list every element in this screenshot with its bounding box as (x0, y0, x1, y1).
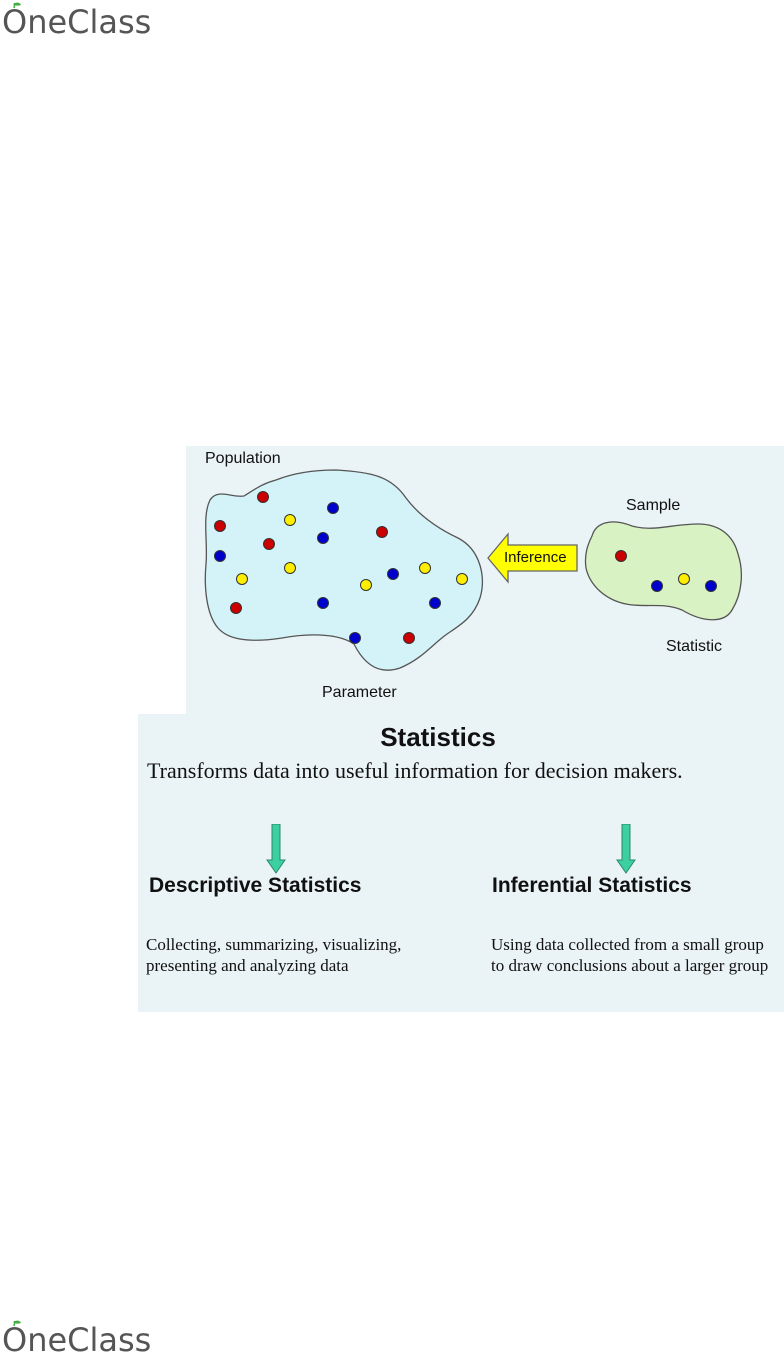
oneclass-logo-header: OneClass (0, 0, 170, 42)
yellow-dot (456, 573, 468, 585)
yellow-dot (284, 514, 296, 526)
descriptive-statistics-body: Collecting, summarizing, visualizing, pr… (146, 935, 402, 975)
yellow-dot (284, 562, 296, 574)
diagram-graphic (204, 469, 743, 671)
sample-dots (615, 550, 717, 592)
blue-dot (651, 580, 663, 592)
logo-text: OneClass (2, 1321, 151, 1355)
yellow-dot (360, 579, 372, 591)
yellow-dot (236, 573, 248, 585)
population-blob (204, 469, 483, 671)
red-dot (403, 632, 415, 644)
blue-dot (317, 532, 329, 544)
red-dot (230, 602, 242, 614)
sample-label: Sample (626, 497, 681, 514)
oneclass-logo-footer: OneClass (0, 1318, 170, 1355)
blue-dot (349, 632, 361, 644)
descriptive-statistics-heading: Descriptive Statistics (149, 874, 362, 897)
descriptive-down-arrow-icon (266, 824, 286, 874)
inference-arrow (487, 532, 578, 584)
population-dots (214, 491, 468, 644)
red-dot (257, 491, 269, 503)
blue-dot (705, 580, 717, 592)
statistics-panel: Statistics Transforms data into useful i… (138, 714, 784, 1012)
inference-label: Inference (504, 549, 567, 566)
yellow-dot (678, 573, 690, 585)
sample-blob (584, 521, 743, 621)
blue-dot (317, 597, 329, 609)
blue-dot (429, 597, 441, 609)
statistics-description: Transforms data into useful information … (147, 758, 683, 783)
red-dot (263, 538, 275, 550)
blue-dot (387, 568, 399, 580)
red-dot (615, 550, 627, 562)
oneclass-logo-mark: OneClass (2, 2, 151, 41)
oneclass-logo-mark: OneClass (2, 1320, 151, 1355)
yellow-dot (419, 562, 431, 574)
inferential-statistics-heading: Inferential Statistics (492, 874, 692, 897)
population-sample-diagram: Population Parameter Sample Statistic In… (186, 446, 784, 714)
blue-dot (214, 550, 226, 562)
logo-text: OneClass (2, 3, 151, 41)
red-dot (376, 526, 388, 538)
parameter-label: Parameter (322, 684, 397, 701)
blue-dot (327, 502, 339, 514)
red-dot (214, 520, 226, 532)
statistics-title: Statistics (380, 722, 496, 752)
inferential-down-arrow-icon (616, 824, 636, 874)
statistic-label: Statistic (666, 638, 723, 655)
inferential-statistics-body: Using data collected from a small group … (491, 935, 769, 975)
population-label: Population (205, 450, 281, 467)
